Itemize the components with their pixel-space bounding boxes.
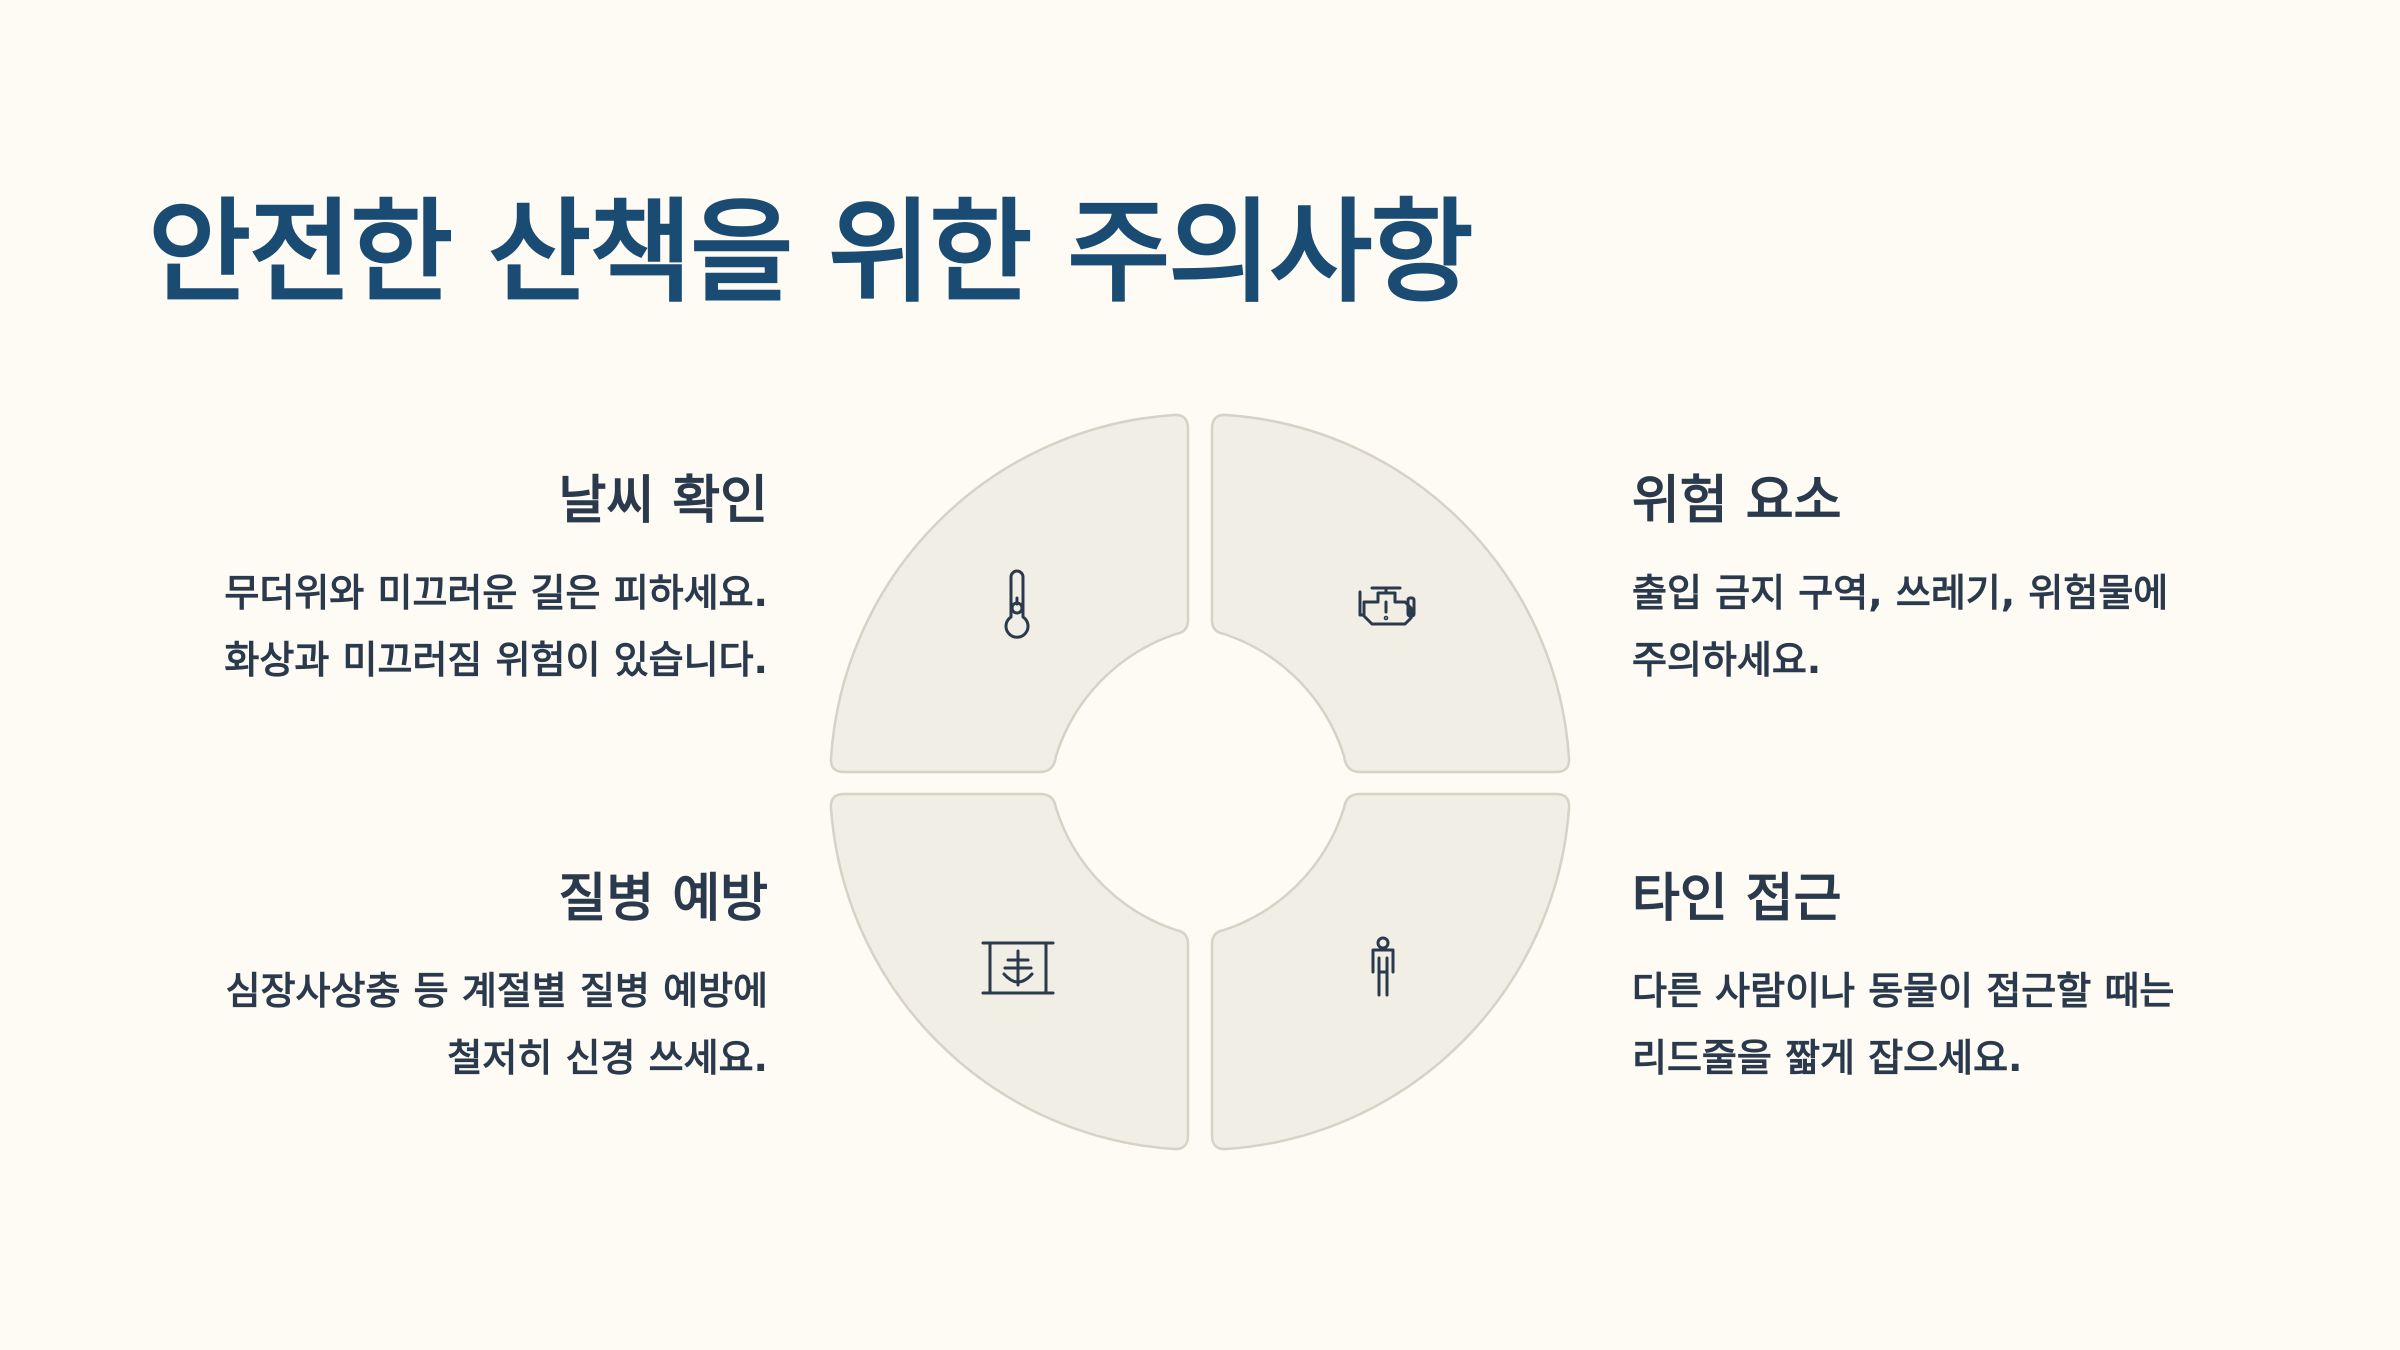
section-line: 심장사상충 등 계절별 질병 예방에	[225, 969, 768, 1014]
section-heading-disease: 질병 예방	[558, 869, 768, 929]
section-line: 출입 금지 구역, 쓰레기, 위험물에	[1632, 571, 2169, 616]
thermometer-icon	[1004, 569, 1030, 639]
person-icon	[1371, 936, 1395, 997]
section-text-hazards: 출입 금지 구역, 쓰레기, 위험물에 주의하세요.	[1632, 560, 2272, 693]
section-hazards: 위험 요소 출입 금지 구역, 쓰레기, 위험물에 주의하세요.	[1632, 470, 2272, 693]
section-line: 리드줄을 짧게 잡으세요.	[1632, 1035, 2023, 1080]
section-text-disease: 심장사상충 등 계절별 질병 예방에 철저히 신경 쓰세요.	[148, 958, 768, 1091]
section-line: 화상과 미끄러짐 위험이 있습니다.	[224, 637, 768, 682]
segment-strangers	[1210, 792, 1571, 1151]
section-line: 무더위와 미끄러운 길은 피하세요.	[224, 571, 768, 616]
xray-icon	[981, 941, 1055, 995]
section-line: 주의하세요.	[1632, 637, 1822, 682]
section-strangers: 타인 접근 다른 사람이나 동물이 접근할 때는 리드줄을 짧게 잡으세요.	[1632, 868, 2272, 1091]
section-weather: 날씨 확인 무더위와 미끄러운 길은 피하세요. 화상과 미끄러짐 위험이 있습…	[128, 470, 768, 693]
section-text-strangers: 다른 사람이나 동물이 접근할 때는 리드줄을 짧게 잡으세요.	[1632, 958, 2272, 1091]
page-title: 안전한 산책을 위한 주의사항	[148, 188, 1473, 318]
segment-disease	[829, 792, 1190, 1151]
section-line: 철저히 신경 쓰세요.	[447, 1035, 768, 1080]
section-line: 다른 사람이나 동물이 접근할 때는	[1632, 969, 2175, 1014]
section-text-weather: 무더위와 미끄러운 길은 피하세요. 화상과 미끄러짐 위험이 있습니다.	[148, 560, 768, 693]
section-heading-strangers: 타인 접근	[1632, 869, 1842, 929]
engine-warning-icon	[1358, 586, 1416, 626]
section-heading-hazards: 위험 요소	[1632, 471, 1842, 531]
segment-weather	[829, 413, 1190, 774]
section-disease: 질병 예방 심장사상충 등 계절별 질병 예방에 철저히 신경 쓰세요.	[128, 868, 768, 1091]
section-heading-weather: 날씨 확인	[558, 471, 768, 531]
